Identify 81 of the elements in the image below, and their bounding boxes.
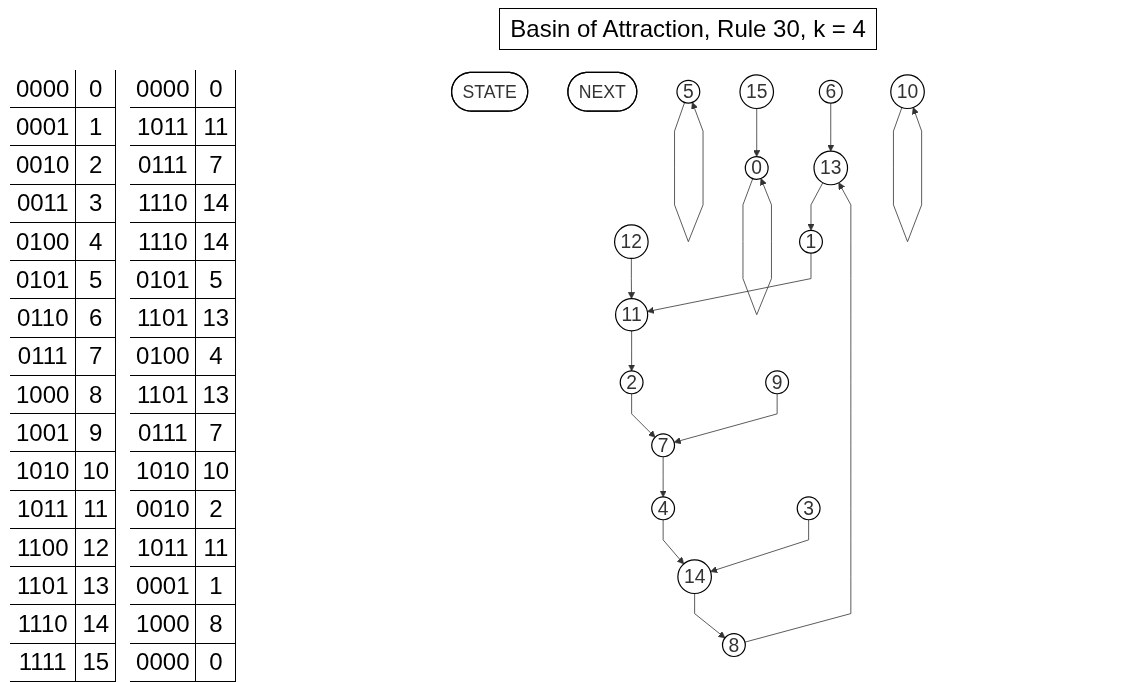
table-cell: 1110 [10,604,76,644]
table-cell: 1000 [10,375,76,414]
table-cell: 13 [196,375,236,414]
table-cell: 0000 [130,643,196,682]
node-circle: 13 [813,150,849,186]
table-cell: 5 [75,260,116,299]
node-circle: 11 [615,298,649,332]
node-circle: 4 [651,496,676,521]
table-cell: 0101 [130,260,196,299]
table-cell: 0110 [10,298,76,338]
table-cell: 11 [196,107,236,146]
table-cell: 1011 [130,107,196,146]
node-circle: 14 [677,559,713,595]
table-cell: 0001 [10,107,76,146]
table-cell: 4 [196,337,236,376]
table-cell: 5 [196,260,236,299]
table-cell: 1010 [10,451,76,491]
table-cell: 1 [75,107,116,146]
table-cell: 0011 [10,184,76,223]
table-cell: 0 [196,70,236,108]
table-cell: 0000 [130,70,196,108]
table-cell: 7 [75,337,116,376]
table-cell: 7 [196,413,236,452]
table-cell: 10 [196,451,236,491]
table-cell: 1 [196,566,236,605]
table-cell: 12 [75,528,116,567]
table-cell: 15 [75,643,116,682]
node-circle: 9 [765,370,790,395]
table-cell: 1100 [10,528,76,567]
table-cell: 13 [75,566,116,605]
table-cell: 0 [196,643,236,682]
table-cell: 1101 [130,298,196,338]
table-cell: 0010 [10,145,76,185]
node-circle: 15 [739,74,775,110]
table-cell: 9 [75,413,116,452]
table-cell: 14 [196,184,236,223]
table-cell: 7 [196,145,236,185]
table-cell: 1000 [130,604,196,644]
table-cell: 8 [75,375,116,414]
table-cell: 1101 [10,566,76,605]
table-cell: 6 [75,298,116,338]
table-cell: 2 [196,490,236,529]
table-cell: 0100 [10,222,76,261]
table-cell: 1011 [10,490,76,529]
table-cell: 14 [75,604,116,644]
table-cell: 0101 [10,260,76,299]
node-circle: 0 [744,156,769,180]
table-cell: 1110 [130,222,196,261]
table-cell: 1111 [10,643,76,682]
table-cell: 0111 [130,145,196,185]
table-cell: 1010 [130,451,196,491]
table-cell: 1101 [130,375,196,414]
node-circle: 12 [614,224,649,260]
node-circle: 10 [890,74,926,110]
table-cell: 13 [196,298,236,338]
table-cell: 11 [75,490,116,529]
table-cell: 8 [196,604,236,644]
table-cell: 2 [75,145,116,185]
node-circle: 5 [676,79,701,104]
table-cell: 0 [75,70,116,108]
table-cell: 4 [75,222,116,261]
table-cell: 0100 [130,337,196,376]
table-cell: 3 [75,184,116,223]
node-circle: 6 [818,79,843,104]
node-circle: 2 [619,370,644,395]
table-cell: 1110 [130,184,196,223]
table-cell: 0010 [130,490,196,529]
node-circle: 7 [651,433,676,458]
table-cell: 0111 [10,337,76,376]
table-cell: 0001 [130,566,196,605]
node-circle: 3 [796,496,821,521]
table-cell: 11 [196,528,236,567]
node-circle: 1 [799,229,824,254]
table-cell: 1011 [130,528,196,567]
table-cell: 0000 [10,70,76,108]
table-cell: 14 [196,222,236,261]
title: Basin of Attraction, Rule 30, k = 4 [499,8,877,50]
table-cell: 1001 [10,413,76,452]
table-cell: 0111 [130,413,196,452]
table-cell: 10 [75,451,116,491]
node-circle: 8 [722,633,747,658]
